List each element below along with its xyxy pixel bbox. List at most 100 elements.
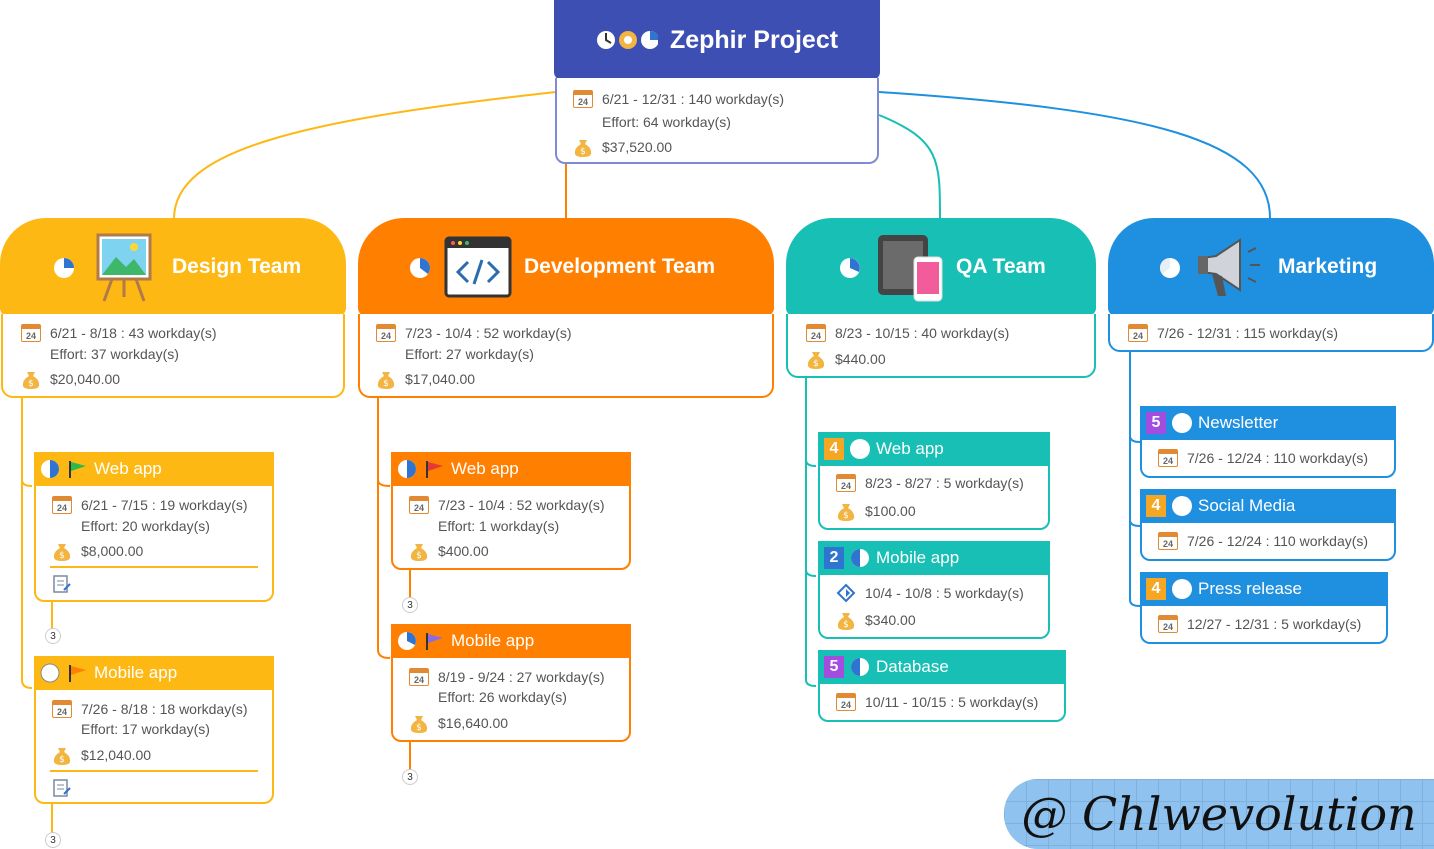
- qa-team-header[interactable]: QA Team: [786, 218, 1096, 316]
- development-team-header[interactable]: Development Team: [358, 218, 774, 316]
- root-node-header[interactable]: Zephir Project: [554, 0, 880, 80]
- task-dates: 7/26 - 12/24 : 110 workday(s): [1187, 450, 1369, 466]
- note-icon[interactable]: [52, 778, 72, 798]
- purple-flag-icon: [426, 633, 443, 650]
- progress-pie-icon: [851, 658, 869, 676]
- qa-mobileapp-header[interactable]: 2 Mobile app: [818, 541, 1050, 575]
- progress-pie-icon: [851, 549, 869, 567]
- development-team-dates: 7/23 - 10/4 : 52 workday(s): [405, 325, 572, 341]
- progress-pie-icon: [1160, 258, 1180, 278]
- task-dates: 10/11 - 10/15 : 5 workday(s): [865, 694, 1039, 710]
- task-dates: 8/23 - 8/27 : 5 workday(s): [865, 475, 1024, 491]
- calendar-icon: 24: [1158, 615, 1178, 633]
- dev-mobileapp-header[interactable]: Mobile app: [391, 624, 631, 658]
- svg-text:$: $: [843, 620, 849, 630]
- marketing-title: Marketing: [1278, 255, 1378, 278]
- collapsed-count[interactable]: 3: [45, 628, 61, 644]
- qa-webapp-header[interactable]: 4 Web app: [818, 432, 1050, 466]
- qa-database-header[interactable]: 5 Database: [818, 650, 1066, 684]
- code-window-icon: [444, 236, 512, 298]
- task-cost: $400.00: [438, 543, 489, 559]
- development-team-effort: Effort: 27 workday(s): [405, 346, 534, 362]
- press-release-title: Press release: [1198, 579, 1302, 598]
- marketing-press-header[interactable]: 4 Press release: [1140, 572, 1388, 606]
- money-bag-icon: $: [409, 712, 429, 734]
- qa-database-title: Database: [876, 657, 949, 676]
- status-icons: [596, 31, 658, 49]
- design-team-header[interactable]: Design Team: [0, 218, 346, 316]
- marketing-newsletter-details: 24 7/26 - 12/24 : 110 workday(s): [1140, 440, 1396, 478]
- money-bag-icon: $: [806, 348, 826, 370]
- task-cost: $16,640.00: [438, 715, 509, 731]
- task-effort: Effort: 20 workday(s): [81, 518, 210, 534]
- root-cost: $37,520.00: [602, 139, 673, 155]
- qa-team-dates: 8/23 - 10/15 : 40 workday(s): [835, 325, 1010, 341]
- marketing-newsletter-header[interactable]: 5 Newsletter: [1140, 406, 1396, 440]
- svg-text:$: $: [59, 551, 65, 561]
- calendar-icon: 24: [1158, 449, 1178, 467]
- progress-empty-icon: [1172, 496, 1192, 516]
- svg-text:$: $: [813, 359, 819, 369]
- task-dates: 10/4 - 10/8 : 5 workday(s): [865, 585, 1024, 601]
- svg-text:$: $: [383, 379, 389, 389]
- task-dates: 6/21 - 7/15 : 19 workday(s): [81, 497, 248, 513]
- megaphone-icon: [1198, 238, 1260, 296]
- qa-webapp-title: Web app: [876, 439, 944, 458]
- priority-badge: 4: [1146, 578, 1166, 600]
- money-bag-icon: $: [836, 609, 856, 631]
- progress-empty-icon: [850, 439, 870, 459]
- task-effort: Effort: 26 workday(s): [438, 689, 567, 705]
- note-icon[interactable]: [52, 574, 72, 594]
- calendar-icon: 24: [52, 700, 72, 718]
- divider: [50, 566, 258, 568]
- calendar-icon: 24: [836, 693, 856, 711]
- design-webapp-header[interactable]: Web app: [34, 452, 274, 486]
- collapsed-count[interactable]: 3: [45, 832, 61, 848]
- money-bag-icon: $: [409, 540, 429, 562]
- task-dates: 8/19 - 9/24 : 27 workday(s): [438, 669, 605, 685]
- easel-picture-icon: [96, 233, 152, 302]
- divider: [50, 770, 258, 772]
- priority-badge: 5: [824, 656, 844, 678]
- dev-webapp-header[interactable]: Web app: [391, 452, 631, 486]
- money-bag-icon: $: [376, 368, 396, 390]
- qa-team-title: QA Team: [956, 255, 1046, 278]
- money-bag-icon: $: [52, 744, 72, 766]
- tablet-phone-icon: [878, 235, 943, 302]
- green-flag-icon: [69, 461, 86, 478]
- task-dates: 7/26 - 8/18 : 18 workday(s): [81, 701, 248, 717]
- progress-pie-icon: [41, 460, 59, 478]
- design-team-dates: 6/21 - 8/18 : 43 workday(s): [50, 325, 217, 341]
- development-team-cost: $17,040.00: [405, 371, 476, 387]
- money-bag-icon: $: [21, 368, 41, 390]
- task-cost: $8,000.00: [81, 543, 144, 559]
- money-bag-icon: $: [573, 136, 593, 158]
- task-dates: 7/26 - 12/24 : 110 workday(s): [1187, 533, 1369, 549]
- design-mobileapp-header[interactable]: Mobile app: [34, 656, 274, 690]
- marketing-social-header[interactable]: 4 Social Media: [1140, 489, 1396, 523]
- task-cost: $100.00: [865, 503, 916, 519]
- dev-webapp-title: Web app: [451, 459, 519, 478]
- orange-flag-icon: [69, 665, 86, 682]
- money-bag-icon: $: [52, 540, 72, 562]
- calendar-icon: 24: [376, 324, 396, 342]
- progress-pie-icon: [410, 258, 430, 278]
- design-team-title: Design Team: [172, 255, 302, 278]
- development-team-details: 24 7/23 - 10/4 : 52 workday(s) Effort: 27…: [358, 314, 774, 398]
- design-team-effort: Effort: 37 workday(s): [50, 346, 179, 362]
- collapsed-count[interactable]: 3: [402, 597, 418, 613]
- red-flag-icon: [426, 461, 443, 478]
- newsletter-title: Newsletter: [1198, 413, 1279, 432]
- qa-mobileapp-details: 10/4 - 10/8 : 5 workday(s) $ $340.00: [818, 575, 1050, 639]
- collapsed-count[interactable]: 3: [402, 769, 418, 785]
- marketing-header[interactable]: Marketing: [1108, 218, 1434, 316]
- task-cost: $340.00: [865, 612, 916, 628]
